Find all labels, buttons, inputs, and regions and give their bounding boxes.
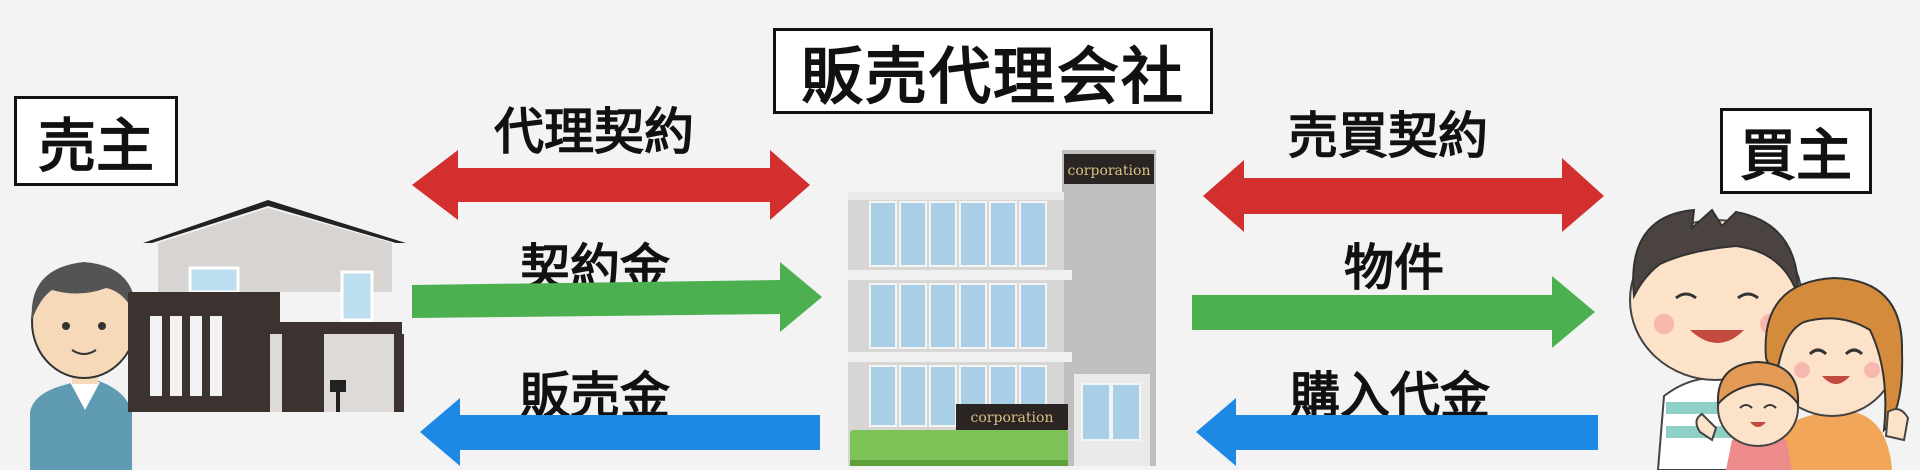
buyer-family-icon bbox=[1629, 208, 1910, 470]
office-building-icon: corporation corporation bbox=[848, 150, 1156, 466]
arrow-agency-contract bbox=[412, 150, 810, 220]
arrow-property bbox=[1192, 276, 1595, 348]
buyer-label: 買主 bbox=[1720, 108, 1872, 194]
building-sign-top: corporation bbox=[1068, 163, 1151, 179]
flow-label-property: 物件 bbox=[1344, 238, 1444, 297]
house-icon bbox=[128, 200, 406, 412]
seller-label: 売主 bbox=[14, 96, 178, 186]
arrow-contract-money bbox=[412, 262, 822, 332]
flow-label-agency-contract: 代理契約 bbox=[494, 102, 694, 161]
arrow-purchase-price bbox=[1196, 398, 1598, 466]
building-sign-door: corporation bbox=[971, 410, 1054, 426]
flow-label-sales-contract: 売買契約 bbox=[1288, 106, 1488, 165]
arrow-sales-money bbox=[420, 398, 820, 466]
seller-person-icon bbox=[30, 262, 137, 470]
arrow-sales-contract bbox=[1203, 158, 1604, 232]
page-title: 販売代理会社 bbox=[773, 28, 1213, 114]
